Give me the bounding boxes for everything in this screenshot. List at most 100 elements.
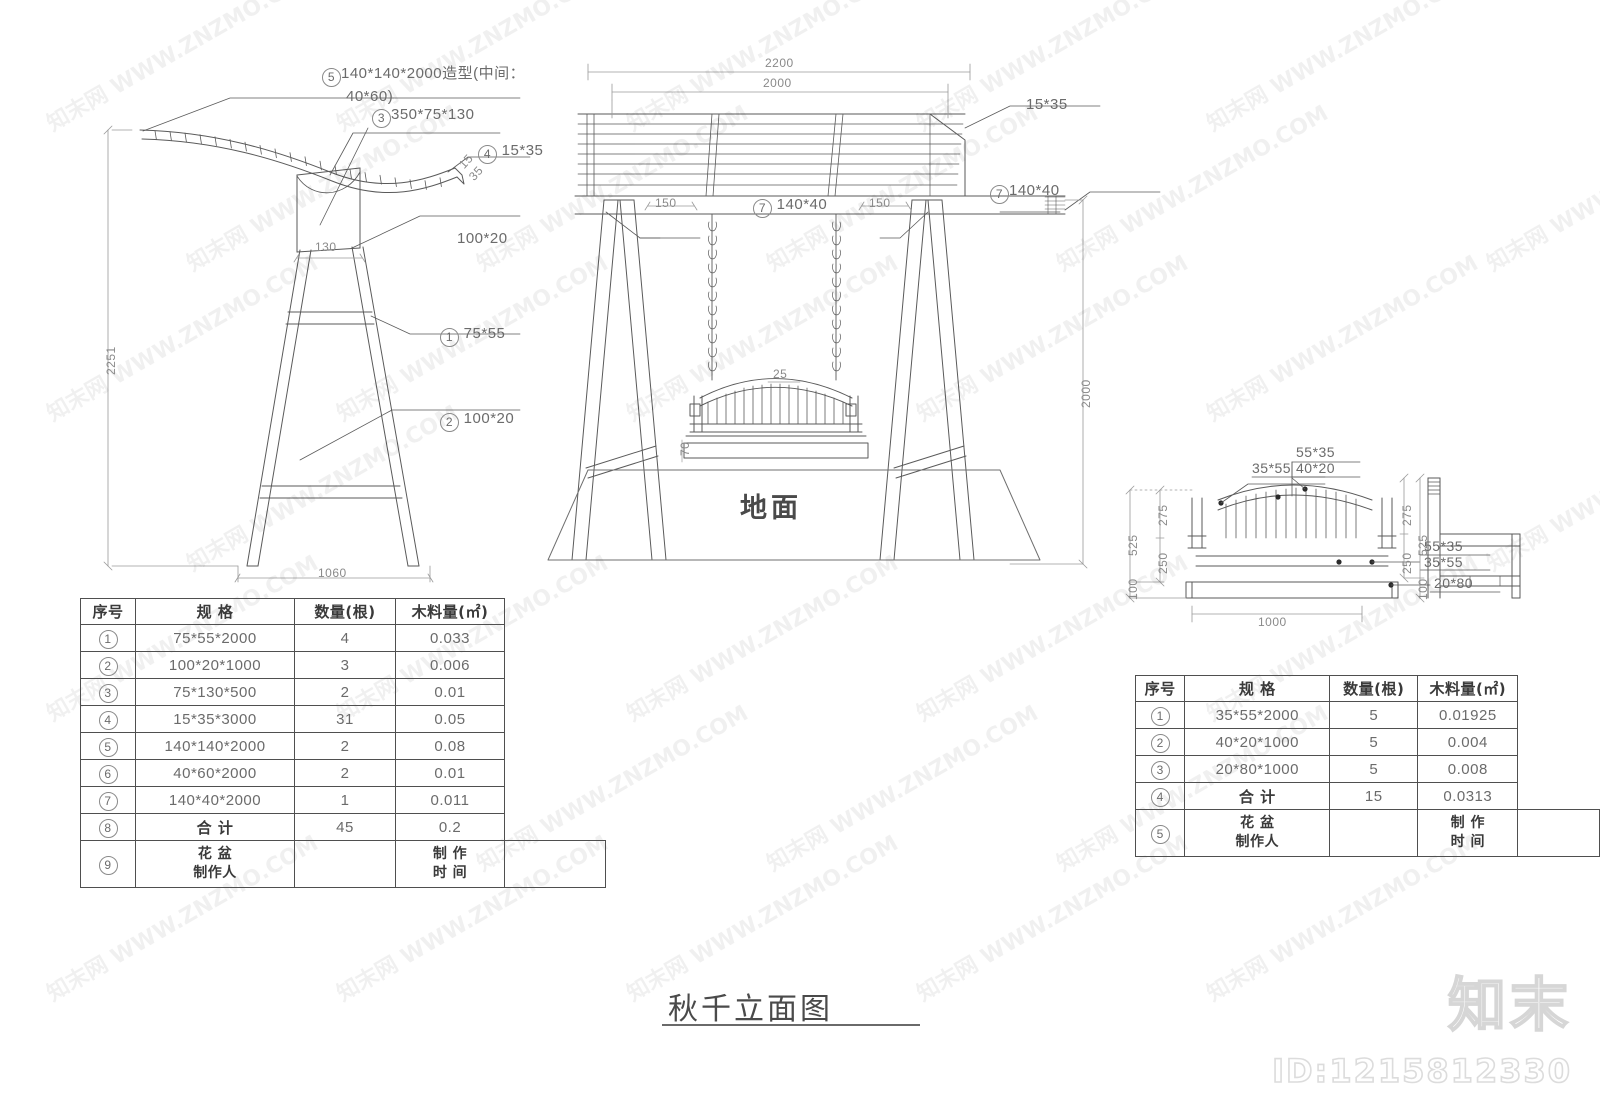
dim-text-70: 70 bbox=[678, 441, 692, 456]
row-qty: 5 bbox=[1329, 755, 1419, 783]
row-index: 7 bbox=[80, 786, 136, 814]
dim-text-150-right: 150 bbox=[869, 196, 891, 210]
dim-center bbox=[587, 63, 1088, 569]
callout-label-2: 100*20 bbox=[463, 410, 515, 427]
dim-text-side-275: 275 bbox=[1400, 504, 1414, 526]
col-header-vol: 木料量(㎡) bbox=[395, 598, 505, 625]
callout-label-4: 15*35 bbox=[501, 142, 544, 159]
time-value[interactable] bbox=[1517, 809, 1600, 857]
dim-text-2000-width: 2000 bbox=[763, 76, 792, 90]
dim-text-side-100: 100 bbox=[1416, 578, 1430, 600]
row-index: 1 bbox=[80, 624, 136, 652]
row-vol: 0.01925 bbox=[1417, 701, 1519, 729]
row-spec: 35*55*2000 bbox=[1184, 701, 1331, 729]
dim-left-height bbox=[103, 125, 239, 571]
row-vol: 0.08 bbox=[395, 732, 505, 760]
callout-marker-1: 1 bbox=[440, 328, 459, 347]
bench-label-20x80: 20*80 bbox=[1434, 575, 1474, 591]
dim-bench-front bbox=[1125, 485, 1363, 623]
table-row: 3 20*80*1000 5 0.008 bbox=[1134, 755, 1600, 783]
row-qty: 1 bbox=[294, 786, 396, 814]
maker-value[interactable] bbox=[294, 840, 396, 888]
callout-label-15x35-center: 15*35 bbox=[1026, 96, 1068, 113]
dim-text-2251: 2251 bbox=[104, 346, 118, 375]
dim-text-2200: 2200 bbox=[765, 56, 794, 70]
row-spec: 75*130*500 bbox=[135, 678, 295, 706]
row-index: 9 bbox=[80, 840, 136, 888]
col-header-spec: 规 格 bbox=[1184, 675, 1331, 702]
dim-left-top-width bbox=[293, 253, 366, 263]
row-index: 5 bbox=[1134, 809, 1186, 857]
table-row: 3 75*130*500 2 0.01 bbox=[80, 678, 606, 706]
row-qty: 2 bbox=[294, 678, 396, 706]
bench-front-detail bbox=[1185, 461, 1501, 599]
row-qty-total: 45 bbox=[294, 813, 396, 841]
row-index: 3 bbox=[1134, 755, 1186, 783]
row-vol: 0.033 bbox=[395, 624, 505, 652]
row-qty: 31 bbox=[294, 705, 396, 733]
dim-text-bench-250: 250 bbox=[1156, 552, 1170, 574]
callout-label-7a: 140*40 bbox=[776, 196, 828, 213]
maker-label: 花 盆制作人 bbox=[135, 840, 295, 888]
callout-label-7b: 140*40 bbox=[1009, 182, 1060, 199]
table-row: 1 75*55*2000 4 0.033 bbox=[80, 624, 606, 652]
row-spec: 75*55*2000 bbox=[135, 624, 295, 652]
row-qty: 2 bbox=[294, 732, 396, 760]
bench-side-detail bbox=[1427, 477, 1521, 599]
dim-text-side-525: 525 bbox=[1416, 534, 1430, 556]
col-header-qty: 数量(根) bbox=[1329, 675, 1419, 702]
callout-label-5b: 40*60) bbox=[346, 88, 394, 105]
dim-text-bench-275: 275 bbox=[1156, 504, 1170, 526]
dim-text-side-250: 250 bbox=[1400, 552, 1414, 574]
callout-marker-5: 5 bbox=[322, 68, 341, 87]
row-qty: 3 bbox=[294, 651, 396, 679]
ground-label: 地面 bbox=[740, 493, 802, 524]
table-row: 1 35*55*2000 5 0.01925 bbox=[1134, 701, 1600, 729]
row-qty: 4 bbox=[294, 624, 396, 652]
row-index: 2 bbox=[80, 651, 136, 679]
dim-bench-side bbox=[1399, 473, 1425, 603]
row-vol-total: 0.0313 bbox=[1417, 782, 1519, 810]
callout-marker-4: 4 bbox=[478, 145, 497, 164]
row-spec-total: 合 计 bbox=[1184, 782, 1331, 810]
table-row: 2 40*20*1000 5 0.004 bbox=[1134, 728, 1600, 756]
row-vol: 0.008 bbox=[1417, 755, 1519, 783]
dim-text-150-left: 150 bbox=[655, 196, 677, 210]
row-qty: 5 bbox=[1329, 728, 1419, 756]
swing-material-table: 序号 规 格 数量(根) 木料量(㎡) 1 75*55*2000 4 0.033… bbox=[80, 598, 606, 888]
table-footer-row: 5 花 盆制作人 制 作时 间 bbox=[1134, 809, 1600, 857]
row-vol: 0.01 bbox=[395, 759, 505, 787]
dim-text-bench-1000: 1000 bbox=[1258, 615, 1287, 629]
row-qty: 2 bbox=[294, 759, 396, 787]
callout-label-3: 350*75*130 bbox=[391, 106, 475, 123]
dim-text-130: 130 bbox=[315, 240, 337, 254]
left-elevation-group bbox=[139, 97, 531, 567]
col-header-vol: 木料量(㎡) bbox=[1417, 675, 1519, 702]
time-value[interactable] bbox=[504, 840, 606, 888]
col-header-spec: 规 格 bbox=[135, 598, 295, 625]
bench-label-35x55-top: 35*55 bbox=[1252, 460, 1292, 476]
bench-label-35x55-mid: 35*55 bbox=[1424, 554, 1464, 570]
row-spec-total: 合 计 bbox=[135, 813, 295, 841]
bench-label-55x35-mid: 55*35 bbox=[1424, 538, 1464, 554]
time-label: 制 作时 间 bbox=[395, 840, 505, 888]
row-vol: 0.05 bbox=[395, 705, 505, 733]
table-row: 4 15*35*3000 31 0.05 bbox=[80, 705, 606, 733]
row-spec: 40*60*2000 bbox=[135, 759, 295, 787]
callout-marker-7b: 7 bbox=[990, 185, 1009, 204]
row-qty-total: 15 bbox=[1329, 782, 1419, 810]
row-index: 3 bbox=[80, 678, 136, 706]
maker-label: 花 盆制作人 bbox=[1184, 809, 1331, 857]
col-header-index: 序号 bbox=[1134, 675, 1186, 702]
dim-text-1060: 1060 bbox=[318, 566, 347, 580]
table-row: 7 140*40*2000 1 0.011 bbox=[80, 786, 606, 814]
table-header-row: 序号 规 格 数量(根) 木料量(㎡) bbox=[80, 598, 606, 625]
row-vol: 0.004 bbox=[1417, 728, 1519, 756]
row-vol: 0.006 bbox=[395, 651, 505, 679]
maker-value[interactable] bbox=[1329, 809, 1419, 857]
dim-text-25: 25 bbox=[773, 367, 788, 381]
callout-marker-2: 2 bbox=[440, 413, 459, 432]
row-index: 2 bbox=[1134, 728, 1186, 756]
